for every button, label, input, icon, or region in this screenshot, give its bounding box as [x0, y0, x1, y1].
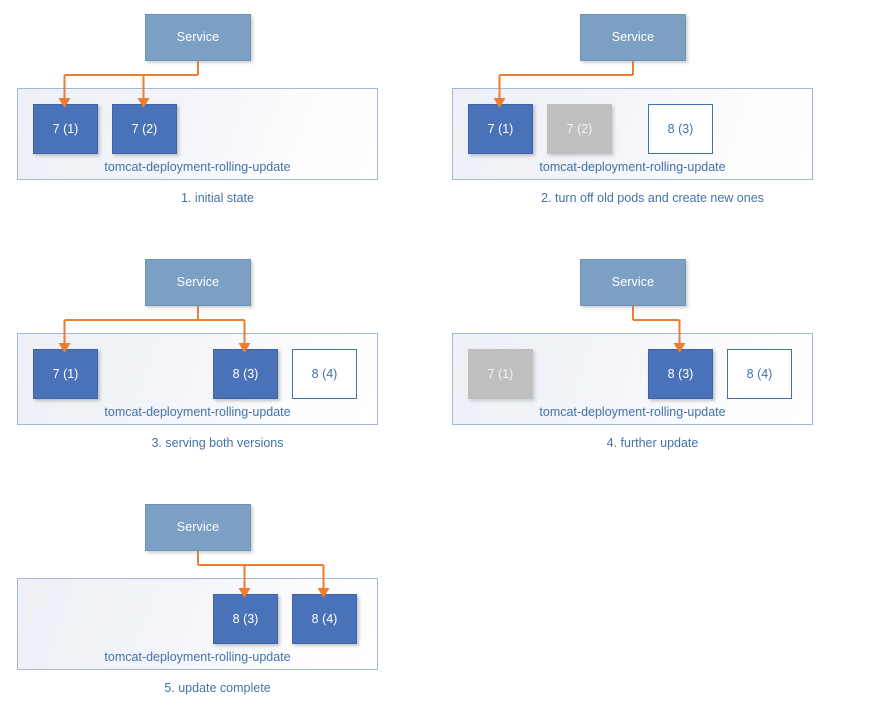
pod-box[interactable]: 7 (1) — [468, 349, 533, 399]
pod-box[interactable]: 8 (4) — [727, 349, 792, 399]
panel-caption: 5. update complete — [164, 681, 271, 695]
deployment-container: 7 (1) 7 (2) 8 (3) tomcat-deployment-rolling… — [452, 88, 813, 180]
pod-label: 8 (3) — [667, 366, 694, 381]
pod-box[interactable]: 8 (3) — [213, 594, 278, 644]
pod-row: 8 (3) 8 (4) — [33, 594, 364, 644]
pod-label: 8 (3) — [232, 611, 259, 626]
deployment-container: 7 (1) 8 (3) 8 (4) tomcat-deployment-rolling… — [452, 333, 813, 425]
deployment-container: 8 (3) 8 (4) tomcat-deployment-rolling-upda… — [17, 578, 378, 670]
service-label: Service — [176, 520, 220, 535]
service-box[interactable]: Service — [145, 14, 251, 61]
panel-caption: 4. further update — [606, 436, 699, 450]
pod-label: 8 (3) — [232, 366, 259, 381]
pod-row: 7 (1) 8 (3) 8 (4) — [468, 349, 799, 399]
service-label: Service — [611, 30, 655, 45]
pod-label: 8 (4) — [746, 366, 773, 381]
pod-box[interactable]: 7 (1) — [468, 104, 533, 154]
deployment-name-label: tomcat-deployment-rolling-update — [539, 159, 726, 174]
deployment-name-label: tomcat-deployment-rolling-update — [104, 404, 291, 419]
diagram-panel: 7 (1) 8 (3) 8 (4) tomcat-deployment-rolling… — [435, 245, 870, 475]
diagram-panel: 8 (3) 8 (4) tomcat-deployment-rolling-upda… — [0, 490, 435, 720]
pod-label: 8 (4) — [311, 366, 338, 381]
pod-box[interactable]: 8 (3) — [648, 104, 713, 154]
pod-label: 7 (1) — [487, 366, 514, 381]
service-box[interactable]: Service — [145, 259, 251, 306]
panel-caption: 1. initial state — [181, 191, 254, 205]
deployment-name-label: tomcat-deployment-rolling-update — [104, 159, 291, 174]
pod-label: 7 (1) — [487, 121, 514, 136]
pod-label: 8 (3) — [667, 121, 694, 136]
pod-box[interactable]: 7 (1) — [33, 104, 98, 154]
deployment-container: 7 (1) 8 (3) 8 (4) tomcat-deployment-rolling… — [17, 333, 378, 425]
service-box[interactable]: Service — [580, 14, 686, 61]
pod-box[interactable]: 7 (2) — [547, 104, 612, 154]
pod-row: 7 (1) 7 (2) — [33, 104, 364, 154]
deployment-name-label: tomcat-deployment-rolling-update — [539, 404, 726, 419]
panel-caption: 3. serving both versions — [151, 436, 284, 450]
deployment-container: 7 (1) 7 (2) tomcat-deployment-rolling-upda… — [17, 88, 378, 180]
diagram-panel: 7 (1) 7 (2) tomcat-deployment-rolling-upda… — [0, 0, 435, 230]
pod-box[interactable]: 8 (3) — [213, 349, 278, 399]
panel-caption: 2. turn off old pods and create new ones — [541, 191, 764, 205]
service-label: Service — [176, 30, 220, 45]
service-label: Service — [611, 275, 655, 290]
service-label: Service — [176, 275, 220, 290]
pod-row: 7 (1) 8 (3) 8 (4) — [33, 349, 364, 399]
pod-box[interactable]: 8 (4) — [292, 349, 357, 399]
pod-label: 7 (1) — [52, 121, 79, 136]
diagram-panel: 7 (1) 7 (2) 8 (3) tomcat-deployment-rolling… — [435, 0, 870, 230]
service-box[interactable]: Service — [145, 504, 251, 551]
pod-box[interactable]: 7 (1) — [33, 349, 98, 399]
pod-label: 7 (2) — [131, 121, 158, 136]
pod-row: 7 (1) 7 (2) 8 (3) — [468, 104, 799, 154]
pod-label: 8 (4) — [311, 611, 338, 626]
pod-label: 7 (2) — [566, 121, 593, 136]
deployment-name-label: tomcat-deployment-rolling-update — [104, 649, 291, 664]
pod-box[interactable]: 7 (2) — [112, 104, 177, 154]
diagram-panel: 7 (1) 8 (3) 8 (4) tomcat-deployment-rolling… — [0, 245, 435, 475]
pod-label: 7 (1) — [52, 366, 79, 381]
pod-box[interactable]: 8 (3) — [648, 349, 713, 399]
service-box[interactable]: Service — [580, 259, 686, 306]
pod-box[interactable]: 8 (4) — [292, 594, 357, 644]
